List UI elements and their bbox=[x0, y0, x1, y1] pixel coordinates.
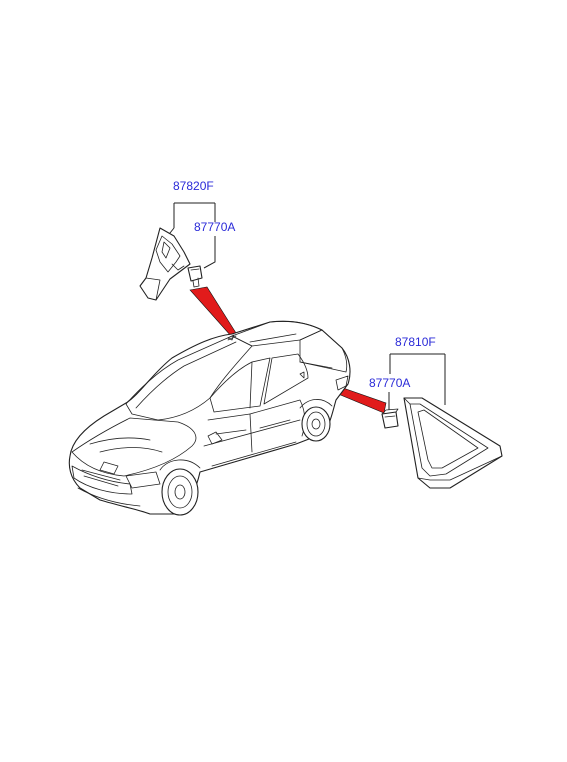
part-number-87810f[interactable]: 87810F bbox=[395, 335, 436, 349]
sedan-car-illustration bbox=[68, 320, 351, 516]
rear-quarter-garnish[interactable] bbox=[403, 397, 503, 489]
upper-location-pointer bbox=[189, 286, 237, 337]
upper-clip-part[interactable] bbox=[187, 265, 203, 288]
part-number-87770a-rear[interactable]: 87770A bbox=[369, 376, 410, 390]
upper-part-group: 87820F 87770A bbox=[139, 179, 237, 337]
part-number-87770a-upper[interactable]: 87770A bbox=[194, 220, 235, 234]
part-number-87820f[interactable]: 87820F bbox=[173, 179, 214, 193]
upper-leader-bracket bbox=[173, 202, 216, 228]
rear-leader-bracket bbox=[389, 353, 446, 405]
front-door-garnish[interactable] bbox=[139, 227, 191, 301]
upper-leader-clip bbox=[203, 236, 216, 269]
